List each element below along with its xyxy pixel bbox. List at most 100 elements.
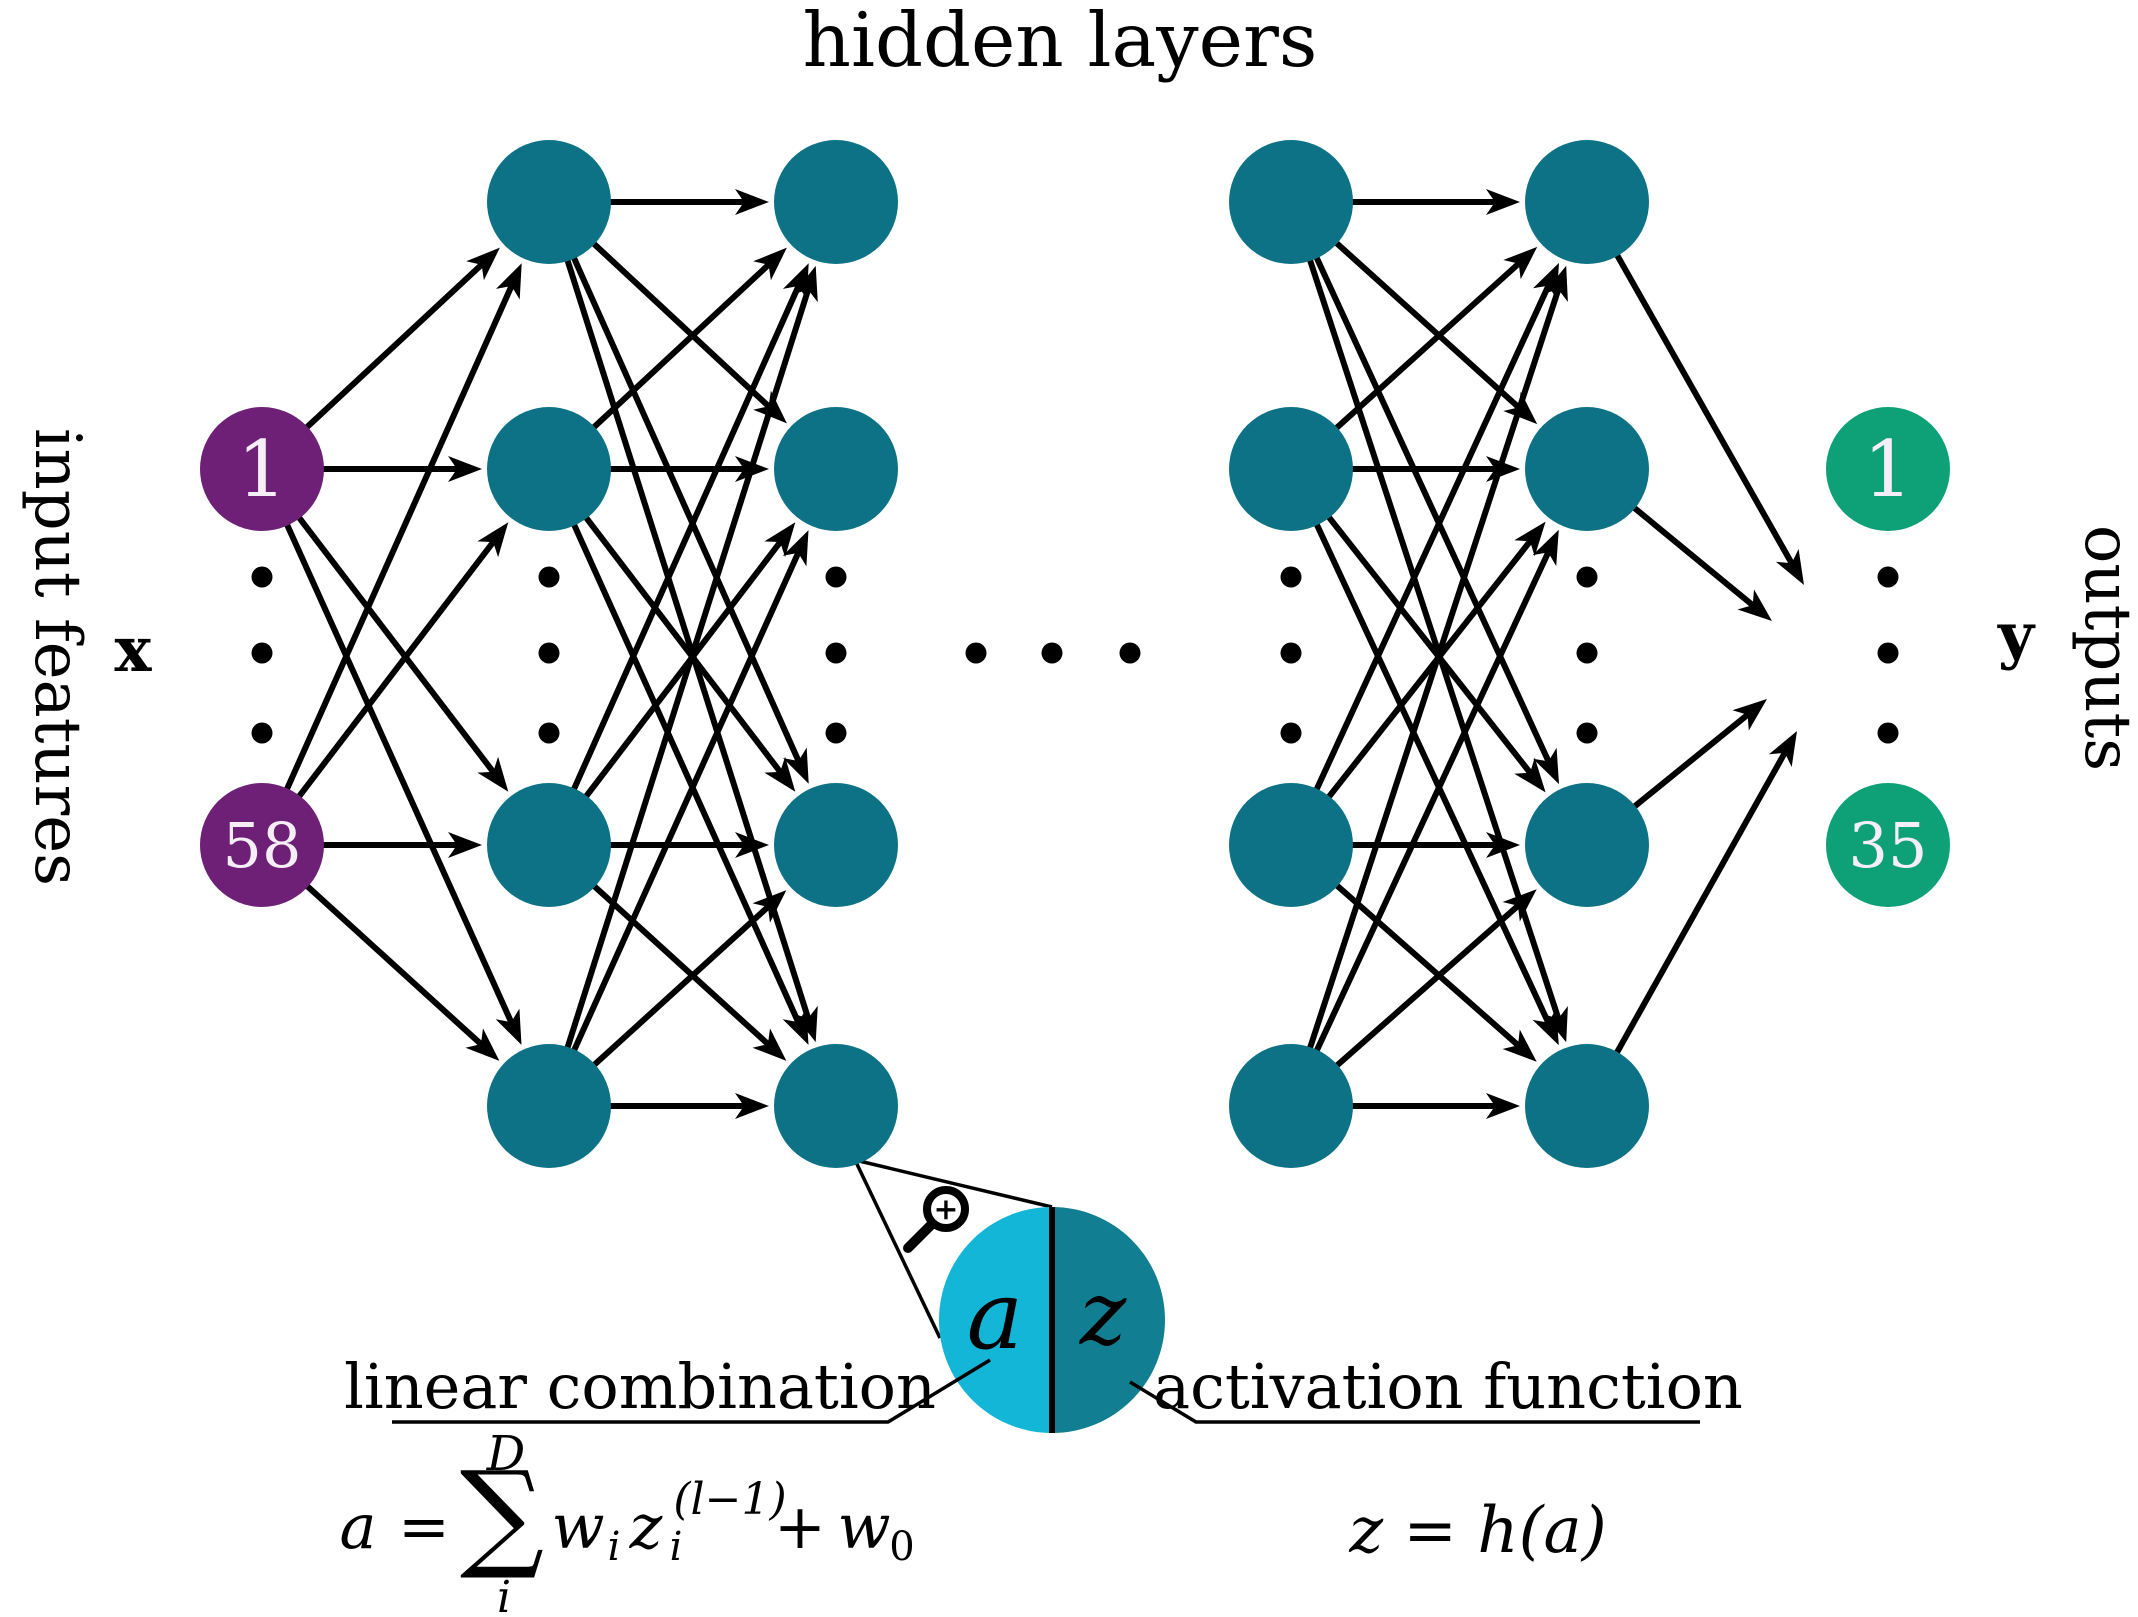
arrowhead	[735, 832, 769, 858]
magnifier-handle	[903, 1219, 937, 1253]
hidden-2-node-3	[774, 783, 898, 907]
zoom-cone-line	[854, 1158, 1053, 1209]
connection-line	[546, 283, 802, 847]
ellipsis-dot	[251, 722, 273, 744]
connection-line	[259, 467, 497, 775]
formula-linear-upper-D: D	[486, 1426, 525, 1482]
arrowhead	[1775, 549, 1804, 585]
ellipsis-dot	[965, 642, 987, 664]
ellipsis-dot	[1280, 722, 1302, 744]
output-node-label: 1	[1863, 425, 1913, 515]
x-vector-label: x	[115, 613, 153, 686]
hidden-2-node-2	[774, 407, 898, 531]
connection-line	[1288, 467, 1552, 1025]
arrowhead	[1532, 529, 1559, 567]
input-node-label: 1	[237, 425, 287, 515]
hidden-4-layer-group	[1525, 140, 1649, 1168]
connection-line	[1584, 200, 1795, 566]
connection-line	[1288, 283, 1552, 847]
formula-linear-w: w	[551, 1490, 604, 1563]
arrowhead	[496, 263, 522, 300]
hidden-4-node-4	[1525, 1044, 1649, 1168]
arrowhead	[466, 247, 500, 281]
arrowhead	[793, 265, 818, 303]
arrowhead	[1532, 1008, 1559, 1046]
connection-line	[1288, 538, 1534, 847]
neuron-z-label: z	[1079, 1262, 1127, 1365]
connection-line	[259, 539, 497, 847]
magnified-neuron-group	[853, 1158, 1165, 1433]
hidden-3-layer-group	[1229, 140, 1353, 1168]
linear-combination-label: linear combination	[344, 1350, 936, 1423]
connections-group	[259, 189, 1804, 1119]
ellipsis-dot	[538, 642, 560, 664]
connection-line	[546, 201, 812, 1021]
output-node-label: 35	[1849, 809, 1928, 882]
arrowhead	[448, 832, 482, 858]
hidden-1-node-1	[487, 140, 611, 264]
formula-linear-w-sub: i	[608, 1524, 621, 1570]
hidden-layers-ellipsis	[965, 642, 1141, 664]
y-vector-label: y	[1997, 599, 2036, 672]
connection-line	[546, 287, 812, 1107]
hidden-3-node-2	[1229, 407, 1353, 531]
connection-line	[546, 200, 802, 764]
output-node-1	[1826, 407, 1950, 531]
ellipsis-dot	[538, 722, 560, 744]
connection-line	[546, 550, 802, 1108]
arrowhead	[752, 890, 787, 923]
linear-callout-line	[392, 1358, 991, 1424]
zoom-cone-line	[853, 1159, 942, 1339]
hidden-3-node-3	[1229, 783, 1353, 907]
arrowhead	[1732, 699, 1767, 731]
ellipsis-dot	[825, 722, 847, 744]
formula-linear-z: z	[629, 1490, 663, 1563]
neuron-linear-half	[939, 1207, 1052, 1433]
arrowhead	[465, 1028, 500, 1061]
connection-line	[1288, 201, 1562, 1021]
arrowhead	[753, 247, 787, 281]
arrowhead	[477, 522, 509, 558]
ellipsis-dot	[1877, 566, 1899, 588]
formula-linear-a: a	[340, 1490, 377, 1563]
formula-activation: z = h(a)	[1348, 1494, 1606, 1568]
arrowhead	[1514, 521, 1546, 557]
arrowhead	[1486, 832, 1520, 858]
formula-linear-sigma: ∑	[460, 1445, 544, 1583]
magnifier-icon: +	[903, 1186, 969, 1253]
connection-line	[259, 467, 515, 1025]
ellipsis-dot	[1119, 642, 1141, 664]
formula-linear-eq: =	[398, 1490, 450, 1563]
arrowhead	[764, 522, 796, 558]
output-node-35	[1826, 783, 1950, 907]
ellipsis-dot	[1576, 566, 1598, 588]
diagram-title: hidden layers	[803, 0, 1318, 84]
arrowhead	[495, 1008, 522, 1045]
ellipsis-dot	[825, 642, 847, 664]
connection-line	[259, 283, 515, 847]
arrowhead	[1543, 265, 1568, 302]
ellipsis-dot	[825, 566, 847, 588]
connection-line	[1288, 287, 1562, 1107]
formula-linear-z-sub: i	[670, 1524, 683, 1570]
hidden-1-node-2	[487, 407, 611, 531]
hidden-4-node-2	[1525, 407, 1649, 531]
output-layer-group: 1 35	[1826, 407, 1950, 907]
arrowhead	[782, 530, 809, 567]
neuron-a-label: a	[967, 1261, 1024, 1371]
arrowhead	[1503, 246, 1538, 280]
hidden-1-node-3	[487, 783, 611, 907]
input-node-label: 58	[223, 809, 302, 882]
ellipsis-dot	[1877, 642, 1899, 664]
connection-line	[1584, 750, 1788, 1108]
formula-linear-lower-i: i	[497, 1572, 511, 1617]
arrowhead	[1502, 1029, 1537, 1062]
ellipsis-dot	[251, 642, 273, 664]
connection-line	[546, 467, 784, 775]
ellipsis-dot	[1280, 566, 1302, 588]
arrowhead	[1769, 731, 1797, 767]
hidden-3-node-1	[1229, 140, 1353, 264]
arrowhead	[782, 1008, 809, 1045]
magnifier-lens	[923, 1186, 969, 1232]
